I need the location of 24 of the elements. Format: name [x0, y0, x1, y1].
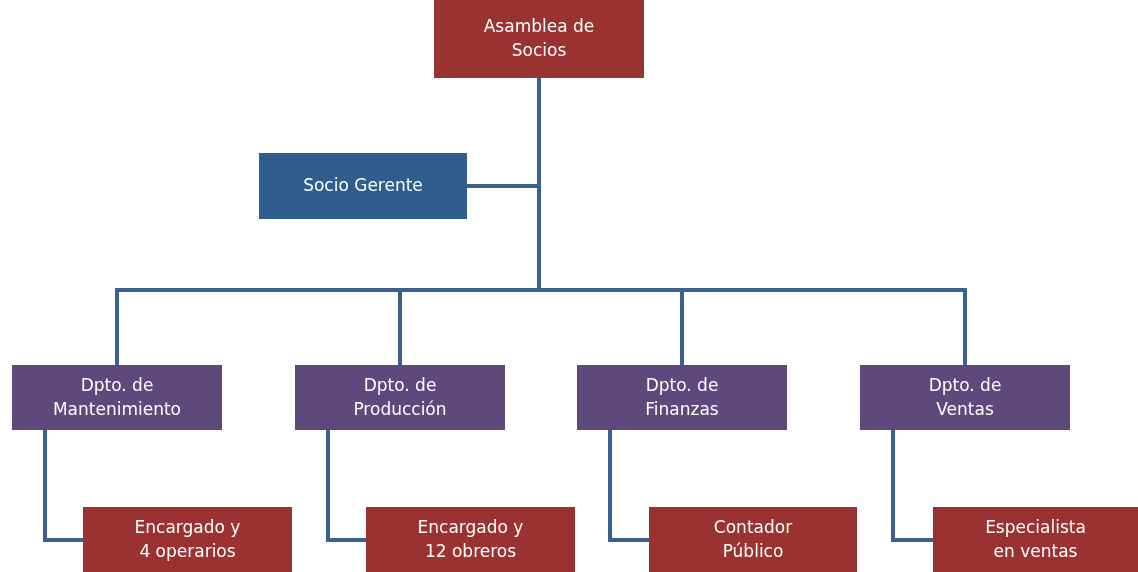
box-label: Especialista en ventas	[984, 515, 1087, 563]
org-box	[649, 507, 857, 572]
connector-line	[43, 430, 83, 542]
box-label: Encargado y 12 obreros	[416, 515, 525, 563]
org-box	[259, 153, 467, 219]
org-box	[860, 365, 1070, 430]
org-box	[295, 365, 505, 430]
box-label: Encargado y 4 operarios	[133, 515, 242, 563]
connector-line	[326, 430, 366, 542]
box-label: Dpto. de Producción	[352, 373, 448, 421]
box-label: Dpto. de Finanzas	[644, 373, 720, 421]
box-label: Dpto. de Ventas	[927, 373, 1003, 421]
box-label: Asamblea de Socios	[482, 15, 596, 62]
org-box	[434, 0, 644, 78]
org-box	[577, 365, 787, 430]
org-box	[12, 365, 222, 430]
box-label: Socio Gerente	[303, 174, 423, 198]
connector-line	[891, 430, 933, 542]
org-box	[933, 507, 1138, 572]
box-label: Contador Público	[712, 515, 794, 563]
connector-line	[608, 430, 649, 542]
org-box	[366, 507, 575, 572]
box-label: Dpto. de Mantenimiento	[51, 373, 183, 421]
org-box	[83, 507, 292, 572]
